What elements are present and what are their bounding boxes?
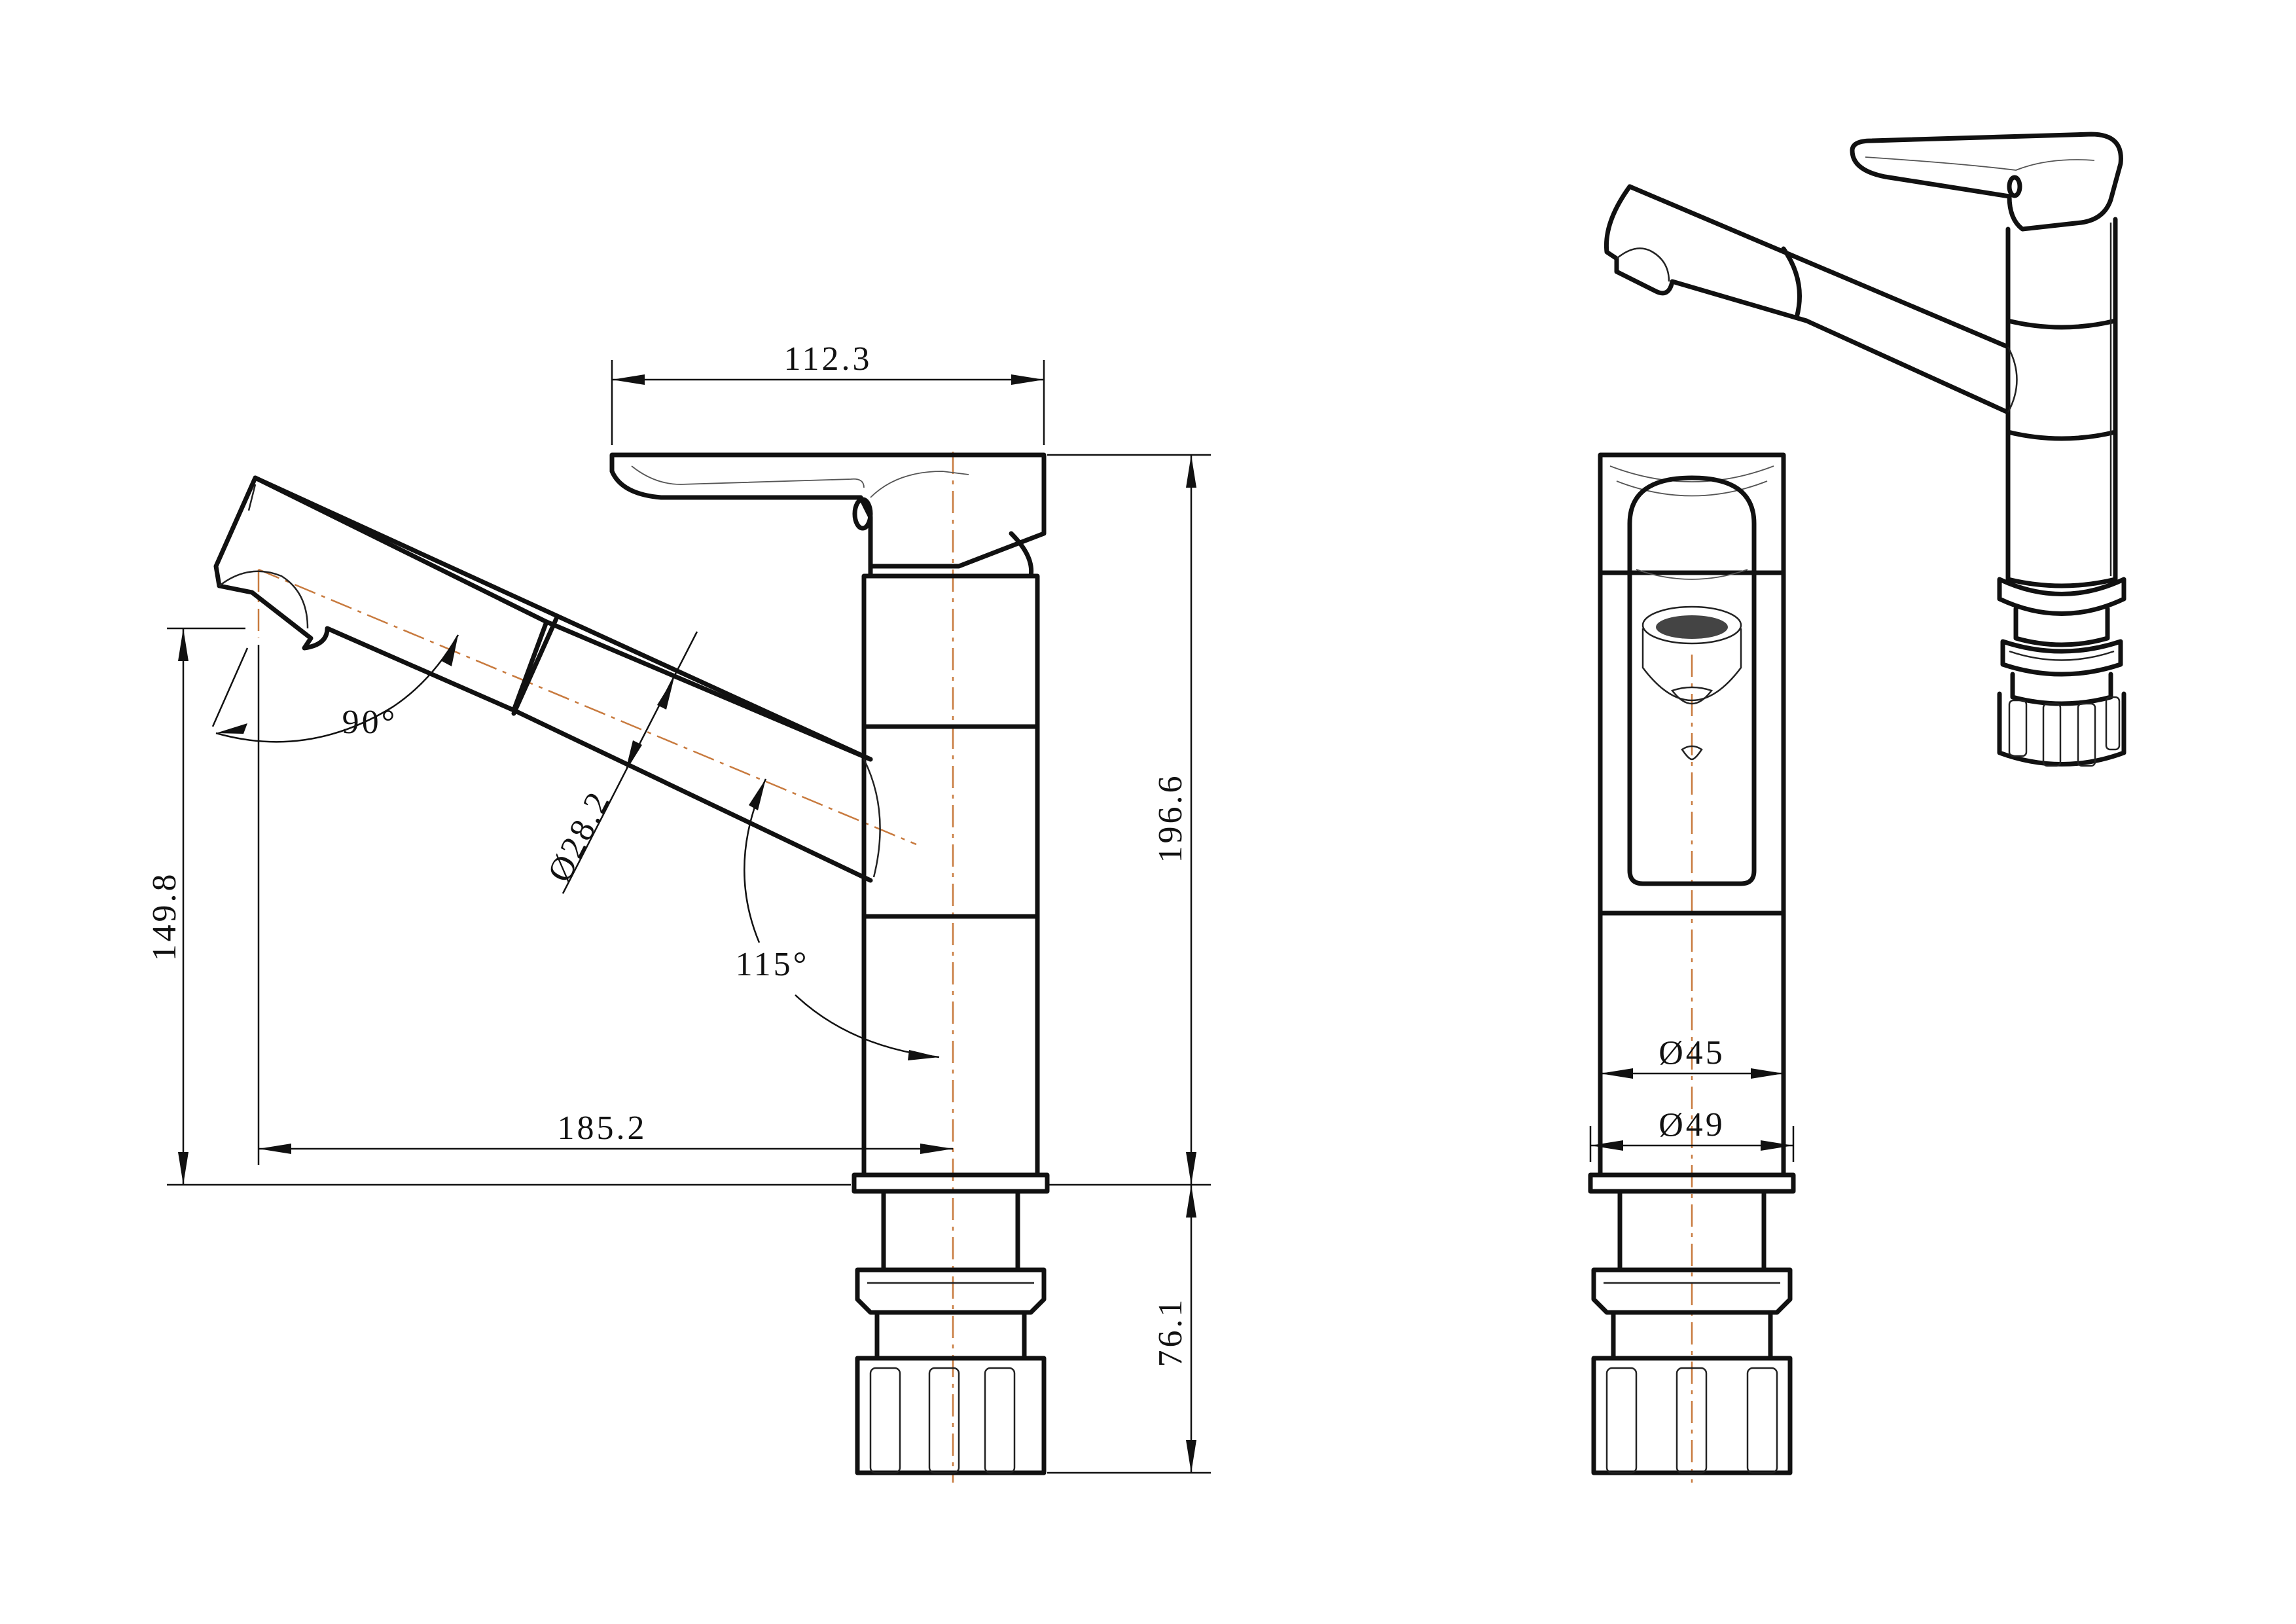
faucet-body	[852, 573, 1050, 1194]
handle-length-label: 112.3	[783, 340, 872, 378]
lever-handle	[609, 452, 1047, 569]
mounting-shank	[855, 1189, 1047, 1475]
dim-angle-90: 90°	[211, 634, 459, 743]
total-height-label: 196.6	[1152, 774, 1189, 863]
pull-out-spout	[213, 475, 881, 883]
dim-outer-diameter: Ø49	[1589, 1106, 1795, 1162]
dim-spout-height: 149.8	[146, 627, 851, 1186]
spout-height-label: 149.8	[146, 872, 183, 962]
shank-length-label: 76.1	[1152, 1297, 1189, 1367]
dim-angle-115: 115°	[736, 778, 940, 1060]
dim-inner-diameter: Ø45	[1600, 1034, 1784, 1079]
front-view: 112.3 196.6 76.1 149.8	[146, 340, 1211, 1483]
spout-angle-label: 90°	[342, 704, 398, 741]
dim-spout-reach: 185.2	[257, 645, 953, 1165]
spout-diameter-label: Ø28.2	[541, 784, 618, 888]
swivel-angle-label: 115°	[736, 946, 810, 983]
side-view: Ø45 Ø49	[1588, 452, 1796, 1483]
dim-total-height: 196.6	[1047, 454, 1211, 1186]
spout-front-oval	[1627, 475, 1757, 886]
outer-diameter-label: Ø49	[1659, 1106, 1725, 1144]
isometric-view	[1604, 132, 2126, 767]
inner-diameter-label: Ø45	[1659, 1034, 1725, 1072]
spout-reach-label: 185.2	[558, 1110, 647, 1147]
dim-handle-length: 112.3	[611, 340, 1045, 445]
iso-spout	[1604, 184, 2018, 415]
dim-shank-length: 76.1	[1047, 1185, 1211, 1474]
